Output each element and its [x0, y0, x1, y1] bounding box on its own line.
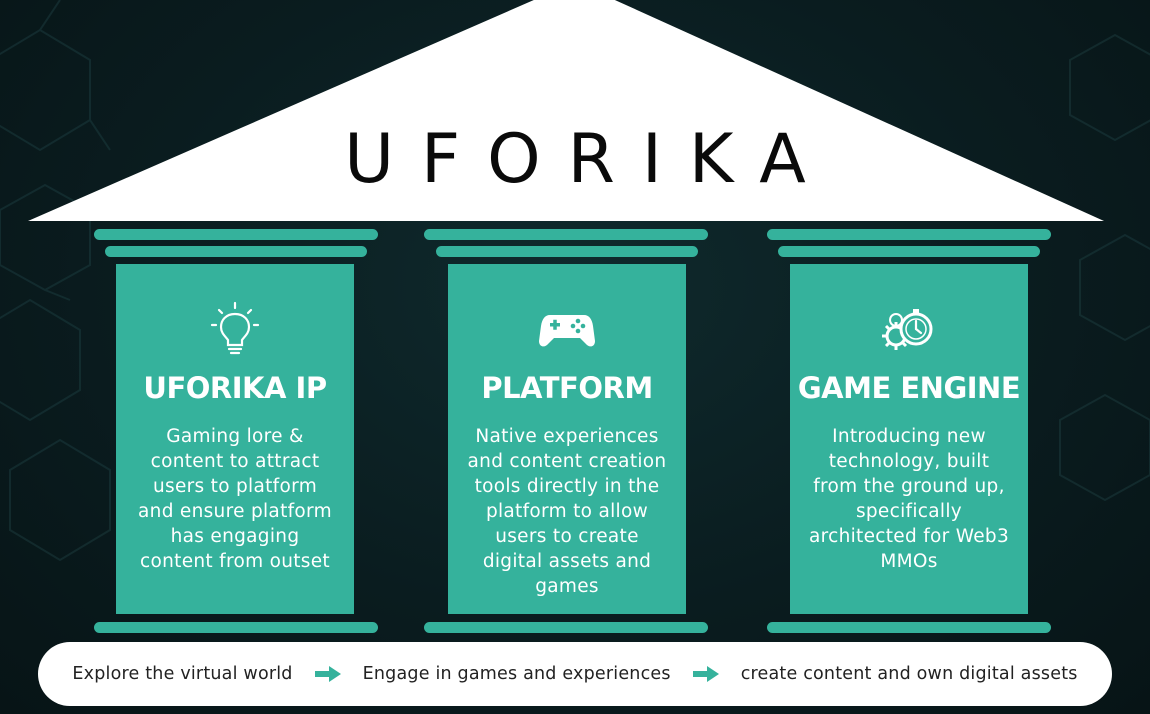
arrow-right-icon — [692, 666, 719, 682]
step-create: create content and own digital assets — [740, 664, 1078, 684]
gamepad-icon — [448, 300, 686, 360]
step-engage: Engage in games and experiences — [362, 664, 671, 684]
pillar-title: PLATFORM — [481, 371, 653, 405]
pillar-2-capital-bottom — [436, 246, 698, 257]
brand-logo: UFORIKA — [344, 120, 833, 199]
pillar-description: Gaming lore & content to attract users t… — [138, 426, 332, 572]
pillar-3-capital-bottom — [778, 246, 1040, 257]
pillar-title: GAME ENGINE — [797, 371, 1021, 405]
pillar-description: Native experiences and content creation … — [467, 426, 667, 597]
pillar-title: UFORIKA IP — [143, 371, 327, 405]
gear-compass-icon — [790, 300, 1028, 360]
pillar-1-base — [94, 622, 378, 633]
pillar-3-base — [767, 622, 1051, 633]
footer-journey-bar: Explore the virtual world Engage in game… — [38, 642, 1112, 706]
roof-triangle — [28, 0, 1104, 221]
pillar-2-capital-top — [424, 229, 708, 240]
pillar-platform: PLATFORM Native experiences and content … — [448, 264, 686, 614]
step-explore: Explore the virtual world — [72, 664, 293, 684]
arrow-right-icon — [314, 666, 341, 682]
lightbulb-icon — [116, 300, 354, 360]
pillar-1-capital-top — [94, 229, 378, 240]
pillar-1-capital-bottom — [105, 246, 367, 257]
pillar-3-capital-top — [767, 229, 1051, 240]
pillar-description: Introducing new technology, built from t… — [808, 426, 1010, 572]
pillar-uforika-ip: UFORIKA IP Gaming lore & content to attr… — [116, 264, 354, 614]
pillar-2-base — [424, 622, 708, 633]
pillar-game-engine: GAME ENGINE Introducing new technology, … — [790, 264, 1028, 614]
